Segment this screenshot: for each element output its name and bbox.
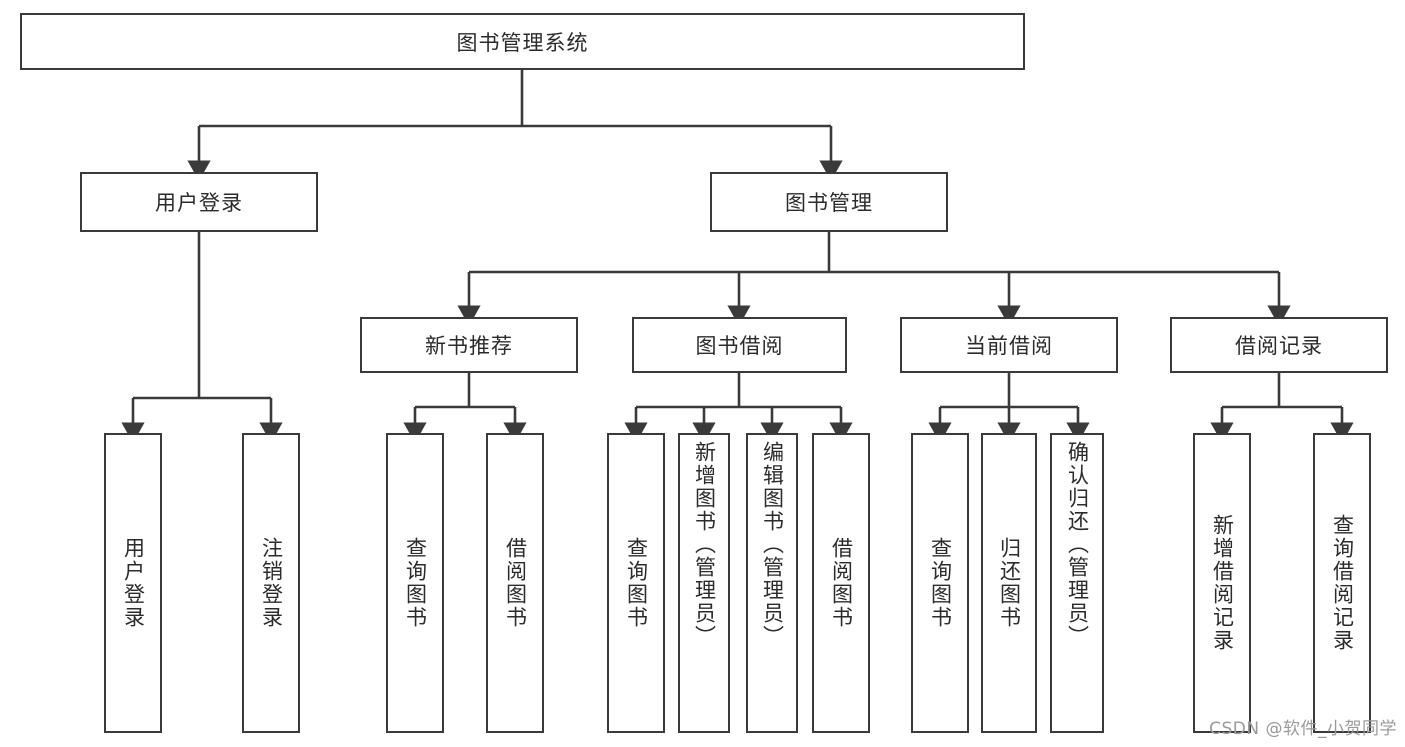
leaf-user-login[interactable]: 用户登录	[104, 433, 162, 733]
node-label: 新书推荐	[425, 334, 513, 358]
leaf-label: 确认归还（管理员）	[1065, 441, 1090, 648]
leaf-borrow-book-recommend[interactable]: 借阅图书	[486, 433, 544, 733]
leaf-label: 注销登录	[259, 537, 284, 629]
leaf-query-borrow-record[interactable]: 查询借阅记录	[1313, 433, 1371, 733]
leaf-label: 新增借阅记录	[1210, 514, 1235, 652]
node-user-login[interactable]: 用户登录	[80, 172, 318, 232]
leaf-query-book-borrow[interactable]: 查询图书	[607, 433, 665, 733]
leaf-label: 借阅图书	[503, 537, 528, 629]
leaf-label: 查询图书	[624, 537, 649, 629]
leaf-user-logout[interactable]: 注销登录	[242, 433, 300, 733]
leaf-return-book[interactable]: 归还图书	[981, 433, 1037, 733]
leaf-query-book-current[interactable]: 查询图书	[911, 433, 969, 733]
leaf-label: 归还图书	[997, 537, 1022, 629]
node-label: 图书管理	[785, 191, 873, 215]
leaf-add-book-admin[interactable]: 新增图书（管理员）	[678, 433, 730, 733]
node-new-book-recommend[interactable]: 新书推荐	[360, 317, 578, 373]
leaf-borrow-book[interactable]: 借阅图书	[812, 433, 870, 733]
leaf-label: 借阅图书	[829, 537, 854, 629]
node-label: 借阅记录	[1235, 334, 1323, 358]
node-label: 用户登录	[155, 191, 243, 215]
node-book-management[interactable]: 图书管理	[710, 172, 948, 232]
leaf-edit-book-admin[interactable]: 编辑图书（管理员）	[746, 433, 798, 733]
leaf-label: 查询借阅记录	[1330, 514, 1355, 652]
leaf-query-book-recommend[interactable]: 查询图书	[386, 433, 444, 733]
leaf-label: 查询图书	[403, 537, 428, 629]
watermark-text: CSDN @软件_小贺同学	[1209, 719, 1397, 739]
node-current-borrow[interactable]: 当前借阅	[900, 317, 1118, 373]
node-label: 图书借阅	[695, 334, 784, 358]
leaf-confirm-return-admin[interactable]: 确认归还（管理员）	[1050, 433, 1104, 733]
leaf-label: 新增图书（管理员）	[692, 441, 717, 648]
node-borrow-record[interactable]: 借阅记录	[1170, 317, 1388, 373]
node-label: 当前借阅	[965, 334, 1053, 358]
leaf-add-borrow-record[interactable]: 新增借阅记录	[1193, 433, 1251, 733]
leaf-label: 编辑图书（管理员）	[760, 441, 785, 648]
leaf-label: 用户登录	[121, 537, 146, 629]
node-book-borrow[interactable]: 图书借阅	[632, 317, 847, 373]
node-label: 图书管理系统	[456, 30, 589, 55]
leaf-label: 查询图书	[928, 537, 953, 629]
node-root-system[interactable]: 图书管理系统	[20, 13, 1025, 70]
